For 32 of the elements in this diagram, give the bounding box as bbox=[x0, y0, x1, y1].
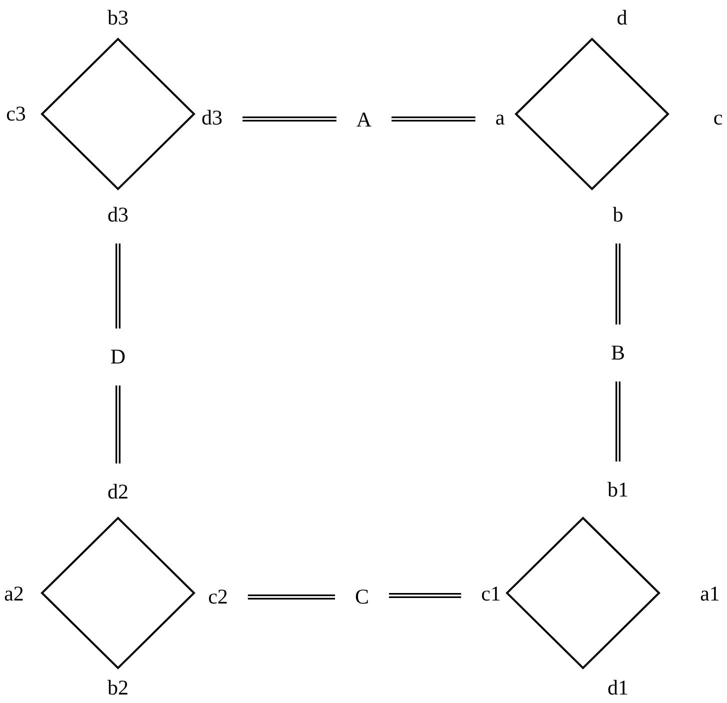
vertex-label: d bbox=[616, 4, 628, 32]
double-line bbox=[392, 116, 476, 122]
node-label: d3 bbox=[102, 200, 134, 230]
vertex-label: c bbox=[712, 104, 724, 132]
double-line bbox=[116, 386, 120, 464]
diamond bbox=[515, 38, 669, 190]
double-line bbox=[616, 244, 620, 324]
node-label: d2 bbox=[102, 478, 134, 506]
diamond bbox=[506, 517, 660, 669]
node-label: b1 bbox=[602, 476, 634, 504]
node-label: D bbox=[104, 342, 132, 372]
double-line bbox=[389, 593, 462, 598]
vertex-label: d1 bbox=[606, 674, 630, 702]
node-label: C bbox=[349, 582, 375, 612]
diamond bbox=[41, 517, 195, 669]
vertex-label: b3 bbox=[106, 4, 130, 32]
vertex-label: c3 bbox=[5, 100, 27, 128]
double-line bbox=[116, 244, 120, 328]
node-label: B bbox=[605, 338, 631, 368]
vertex-label: a1 bbox=[699, 580, 721, 608]
node-label: b bbox=[606, 200, 630, 230]
node-label: a bbox=[489, 104, 511, 132]
node-label: A bbox=[350, 106, 378, 134]
double-line bbox=[242, 116, 336, 122]
diamond bbox=[41, 38, 195, 190]
node-label: d3 bbox=[196, 104, 228, 132]
double-line bbox=[616, 382, 620, 462]
node-label: c1 bbox=[475, 580, 507, 608]
double-line bbox=[248, 594, 335, 600]
node-label: c2 bbox=[202, 582, 234, 612]
vertex-label: b2 bbox=[106, 674, 130, 702]
vertex-label: a2 bbox=[3, 580, 25, 608]
